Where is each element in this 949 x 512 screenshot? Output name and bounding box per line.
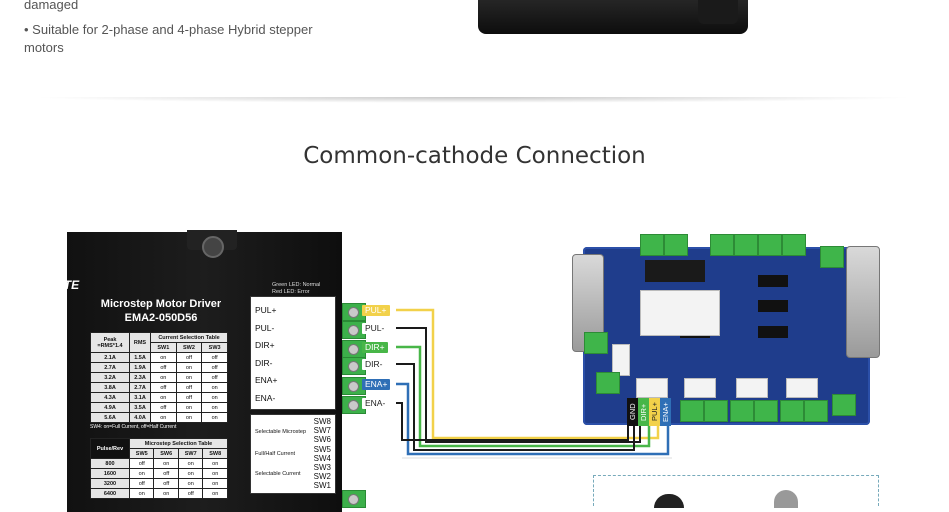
board-terminal [754, 400, 778, 422]
dip-switch-label: SW6 [313, 435, 331, 445]
wire-pul-minus [396, 327, 641, 443]
wire-dir-plus [396, 345, 651, 448]
board-terminal [680, 400, 704, 422]
board-terminal [832, 394, 856, 416]
board-terminal [820, 246, 844, 268]
board-terminal [782, 234, 806, 256]
dip-switch-label: SW2 [313, 472, 331, 482]
board-terminal [710, 234, 734, 256]
board-terminal [596, 372, 620, 394]
dip-switch-label: SW1 [313, 481, 331, 491]
board-terminal [804, 400, 828, 422]
board-pin-label: ENA+ [660, 398, 671, 426]
ic-chip-2 [758, 300, 788, 312]
driver-brand: ENGMATE [20, 278, 80, 292]
board-pin-label: DIR+ [638, 398, 649, 426]
board-terminal [640, 234, 664, 256]
board-terminal [584, 332, 608, 354]
wiring-diagram [396, 308, 672, 459]
board-pin-label: PUL+ [649, 398, 660, 426]
switch-panel: Selectable Microstep Full/Half Current S… [250, 414, 336, 494]
jst-connector-1 [636, 378, 668, 398]
dip-switch-label: SW3 [313, 463, 331, 472]
feature-list: damaged • Suitable for 2-phase and 4-pha… [24, 0, 404, 57]
wire-ena-plus [396, 382, 670, 456]
board-terminal [704, 400, 728, 422]
led-green-legend: Green LED: Normal [272, 282, 321, 288]
wire-pul-plus [396, 308, 660, 440]
feature-bullet-stepper-cont: motors [24, 40, 64, 55]
signal-label: PUL- [255, 322, 275, 333]
dip-switch-label: SW4 [313, 453, 331, 463]
table-cell: 4.0A [129, 412, 151, 423]
terminal-screw [342, 377, 366, 395]
relay-module [645, 260, 705, 282]
jst-connector-3 [736, 378, 768, 398]
wire-label: ENA+ [362, 379, 391, 390]
board-terminal [734, 234, 758, 256]
feature-line-damaged: damaged [24, 0, 79, 12]
led-red-legend: Red LED: Error [272, 289, 310, 295]
ic-chip-3 [758, 326, 788, 338]
signal-label: DIR+ [255, 340, 275, 350]
table-cell: on [201, 412, 228, 423]
section-title: Common-cathode Connection [303, 143, 646, 169]
section-divider [30, 97, 918, 103]
wire-label: ENA- [362, 398, 389, 409]
board-pin-label: GND [627, 398, 638, 426]
board-terminal [730, 400, 754, 422]
sw4-note: SW4: on=Full Current, off=Half Current [90, 424, 177, 430]
dip-switch-label: SW5 [313, 444, 331, 454]
product-image-top [478, 0, 748, 34]
table-cell: off [177, 488, 204, 499]
signal-panel: PUL+ PUL- DIR+ DIR- ENA+ ENA- [250, 296, 336, 410]
jst-connector-2 [684, 378, 716, 398]
switch-group-current: Selectable Current [255, 471, 301, 477]
board-terminal [780, 400, 804, 422]
dip-switch-label: SW8 [313, 417, 331, 426]
current-selection-table: Peak =RMS*1.4 RMS Current Selection Tabl… [90, 332, 228, 423]
wire-dir-minus [396, 363, 635, 451]
wire-label: DIR- [362, 359, 386, 370]
signal-label: ENA+ [255, 375, 278, 385]
db25-connector-right [846, 246, 880, 358]
wire-label: PUL- [362, 323, 388, 334]
driver-screw [202, 236, 224, 258]
dip-switch-label: SW7 [313, 426, 331, 436]
product-foot [698, 0, 738, 24]
side-connector [612, 344, 630, 376]
rms-header: RMS [129, 332, 151, 353]
next-diagram-frame [593, 475, 879, 508]
component-gray [774, 490, 798, 508]
feature-bullet-stepper: • Suitable for 2-phase and 4-phase Hybri… [24, 22, 313, 37]
header-connector [640, 290, 720, 336]
switch-group-microstep: Selectable Microstep [255, 429, 307, 435]
wire-ena-minus [396, 402, 629, 441]
wire-label: PUL+ [362, 305, 390, 316]
driver-title: Microstep Motor Driver [100, 298, 222, 310]
breakout-board [583, 247, 870, 425]
table-cell: on [202, 488, 228, 499]
signal-label: DIR- [255, 357, 273, 368]
board-terminal [664, 234, 688, 256]
component-dark [654, 494, 684, 508]
jst-connector-4 [786, 378, 818, 398]
wire-label: DIR+ [362, 342, 388, 353]
switch-group-current-mode: Full/Half Current [255, 451, 296, 457]
driver-model: EMA2-050D56 [124, 312, 198, 324]
ic-chip-1 [758, 275, 788, 287]
signal-label: PUL+ [255, 305, 277, 315]
board-terminal [758, 234, 782, 256]
signal-label: ENA- [255, 392, 276, 403]
